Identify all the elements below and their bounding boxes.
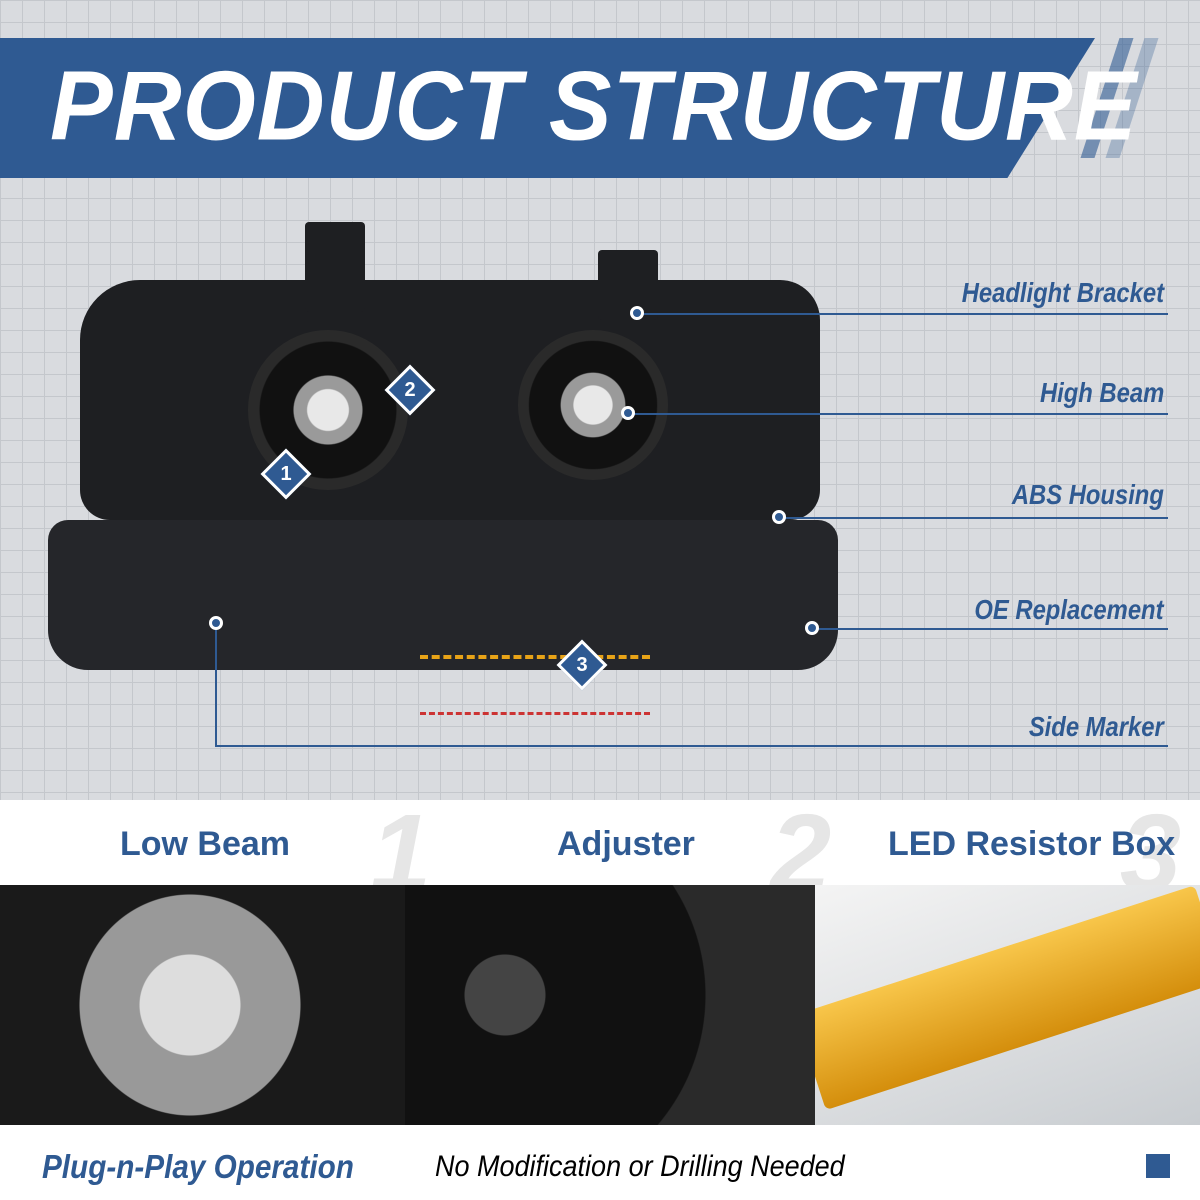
low-beam-photo (0, 885, 405, 1125)
caption-low-beam: Low Beam (120, 825, 291, 863)
callout-line (628, 413, 1168, 415)
footer-title: Plug-n-Play Operation (42, 1148, 354, 1185)
callout-dot (209, 616, 223, 630)
label-oe-replacement: OE Replacement (974, 594, 1164, 625)
label-high-beam: High Beam (1039, 377, 1164, 408)
label-side-marker: Side Marker (1029, 711, 1164, 742)
caption-adjuster: Adjuster (557, 825, 695, 863)
callout-dot (630, 306, 644, 320)
callout-dot (621, 406, 635, 420)
callout-line (637, 313, 1168, 315)
callout-line (215, 745, 1168, 747)
resistor-box-photo (815, 885, 1200, 1125)
callout-line (215, 623, 217, 747)
page-title: PRODUCT STRUCTURE (50, 50, 1138, 161)
callout-dot (805, 621, 819, 635)
label-abs-housing: ABS Housing (1011, 479, 1164, 510)
adjuster-photo (405, 885, 815, 1125)
caption-row (0, 800, 1200, 885)
caption-led-resistor-box: LED Resistor Box (888, 825, 1176, 863)
callout-dot (772, 510, 786, 524)
footer-subtitle: No Modification or Drilling Needed (435, 1150, 845, 1183)
decorative-square (1146, 1154, 1170, 1178)
title-banner (0, 38, 1095, 178)
callout-line (779, 517, 1168, 519)
label-headlight-bracket: Headlight Bracket (961, 277, 1164, 308)
callout-line (812, 628, 1168, 630)
